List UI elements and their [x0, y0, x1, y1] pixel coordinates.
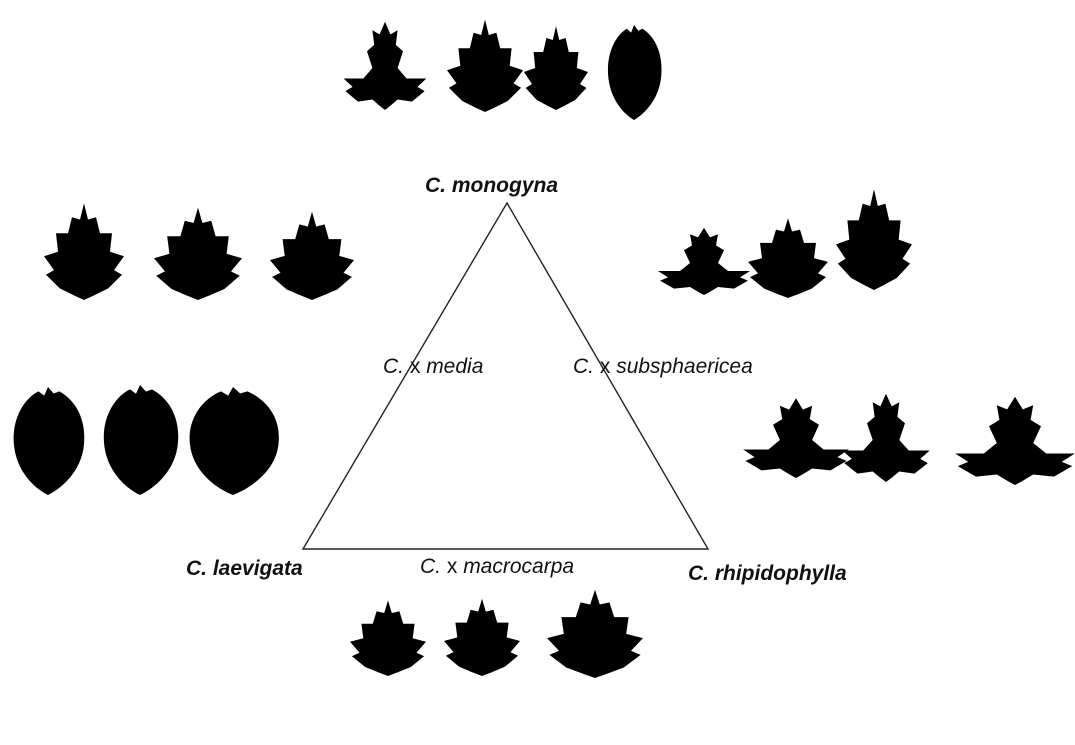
- label-rhipidophylla: C. rhipidophylla: [688, 563, 847, 584]
- label-media-cross: x: [410, 355, 421, 378]
- label-media-genus: C.: [383, 355, 404, 378]
- label-macrocarpa-genus: C.: [420, 555, 441, 578]
- leaf-group-rhipidophylla: [743, 394, 1075, 533]
- label-rhipidophylla-epithet: rhipidophylla: [715, 562, 847, 585]
- label-monogyna-epithet: monogyna: [452, 174, 558, 197]
- leaf: [447, 20, 523, 172]
- leaf: [104, 385, 178, 550]
- leaf: [658, 228, 750, 332]
- label-subsphaericea-epithet: subsphaericea: [616, 355, 753, 378]
- label-subsphaericea-cross: x: [600, 355, 611, 378]
- leaf: [743, 398, 849, 522]
- leaf-group-monogyna: [344, 20, 662, 172]
- leaf: [955, 397, 1075, 533]
- leaf: [350, 600, 426, 724]
- leaf-group-macrocarpa: [350, 590, 643, 735]
- label-monogyna-genus: C.: [425, 174, 446, 197]
- label-subsphaericea-genus: C.: [573, 355, 594, 378]
- label-laevigata-epithet: laevigata: [213, 557, 303, 580]
- label-macrocarpa-cross: x: [447, 555, 458, 578]
- label-laevigata-genus: C.: [186, 557, 207, 580]
- label-rhipidophylla-genus: C.: [688, 562, 709, 585]
- label-monogyna: C. monogyna: [425, 175, 558, 196]
- leaf: [14, 387, 85, 549]
- label-laevigata: C. laevigata: [186, 558, 303, 579]
- leaf: [444, 599, 520, 726]
- leaf: [608, 25, 662, 168]
- label-media-epithet: media: [426, 355, 483, 378]
- leaf: [748, 218, 828, 349]
- leaf: [842, 394, 929, 530]
- leaf: [344, 22, 427, 159]
- leaf: [836, 189, 912, 355]
- leaf: [270, 212, 354, 357]
- label-subsphaericea: C. x subsphaericea: [573, 356, 753, 377]
- leaf: [547, 590, 643, 735]
- leaf-group-subsphaericea: [658, 189, 912, 355]
- label-macrocarpa: C. x macrocarpa: [420, 556, 574, 577]
- leaf: [154, 208, 242, 360]
- leaf-group-media: [44, 203, 354, 362]
- leaf: [190, 387, 279, 549]
- label-macrocarpa-epithet: macrocarpa: [463, 555, 574, 578]
- label-media: C. x media: [383, 356, 483, 377]
- leaf-group-laevigata: [14, 385, 279, 550]
- leaf: [524, 26, 588, 164]
- leaf: [44, 203, 124, 362]
